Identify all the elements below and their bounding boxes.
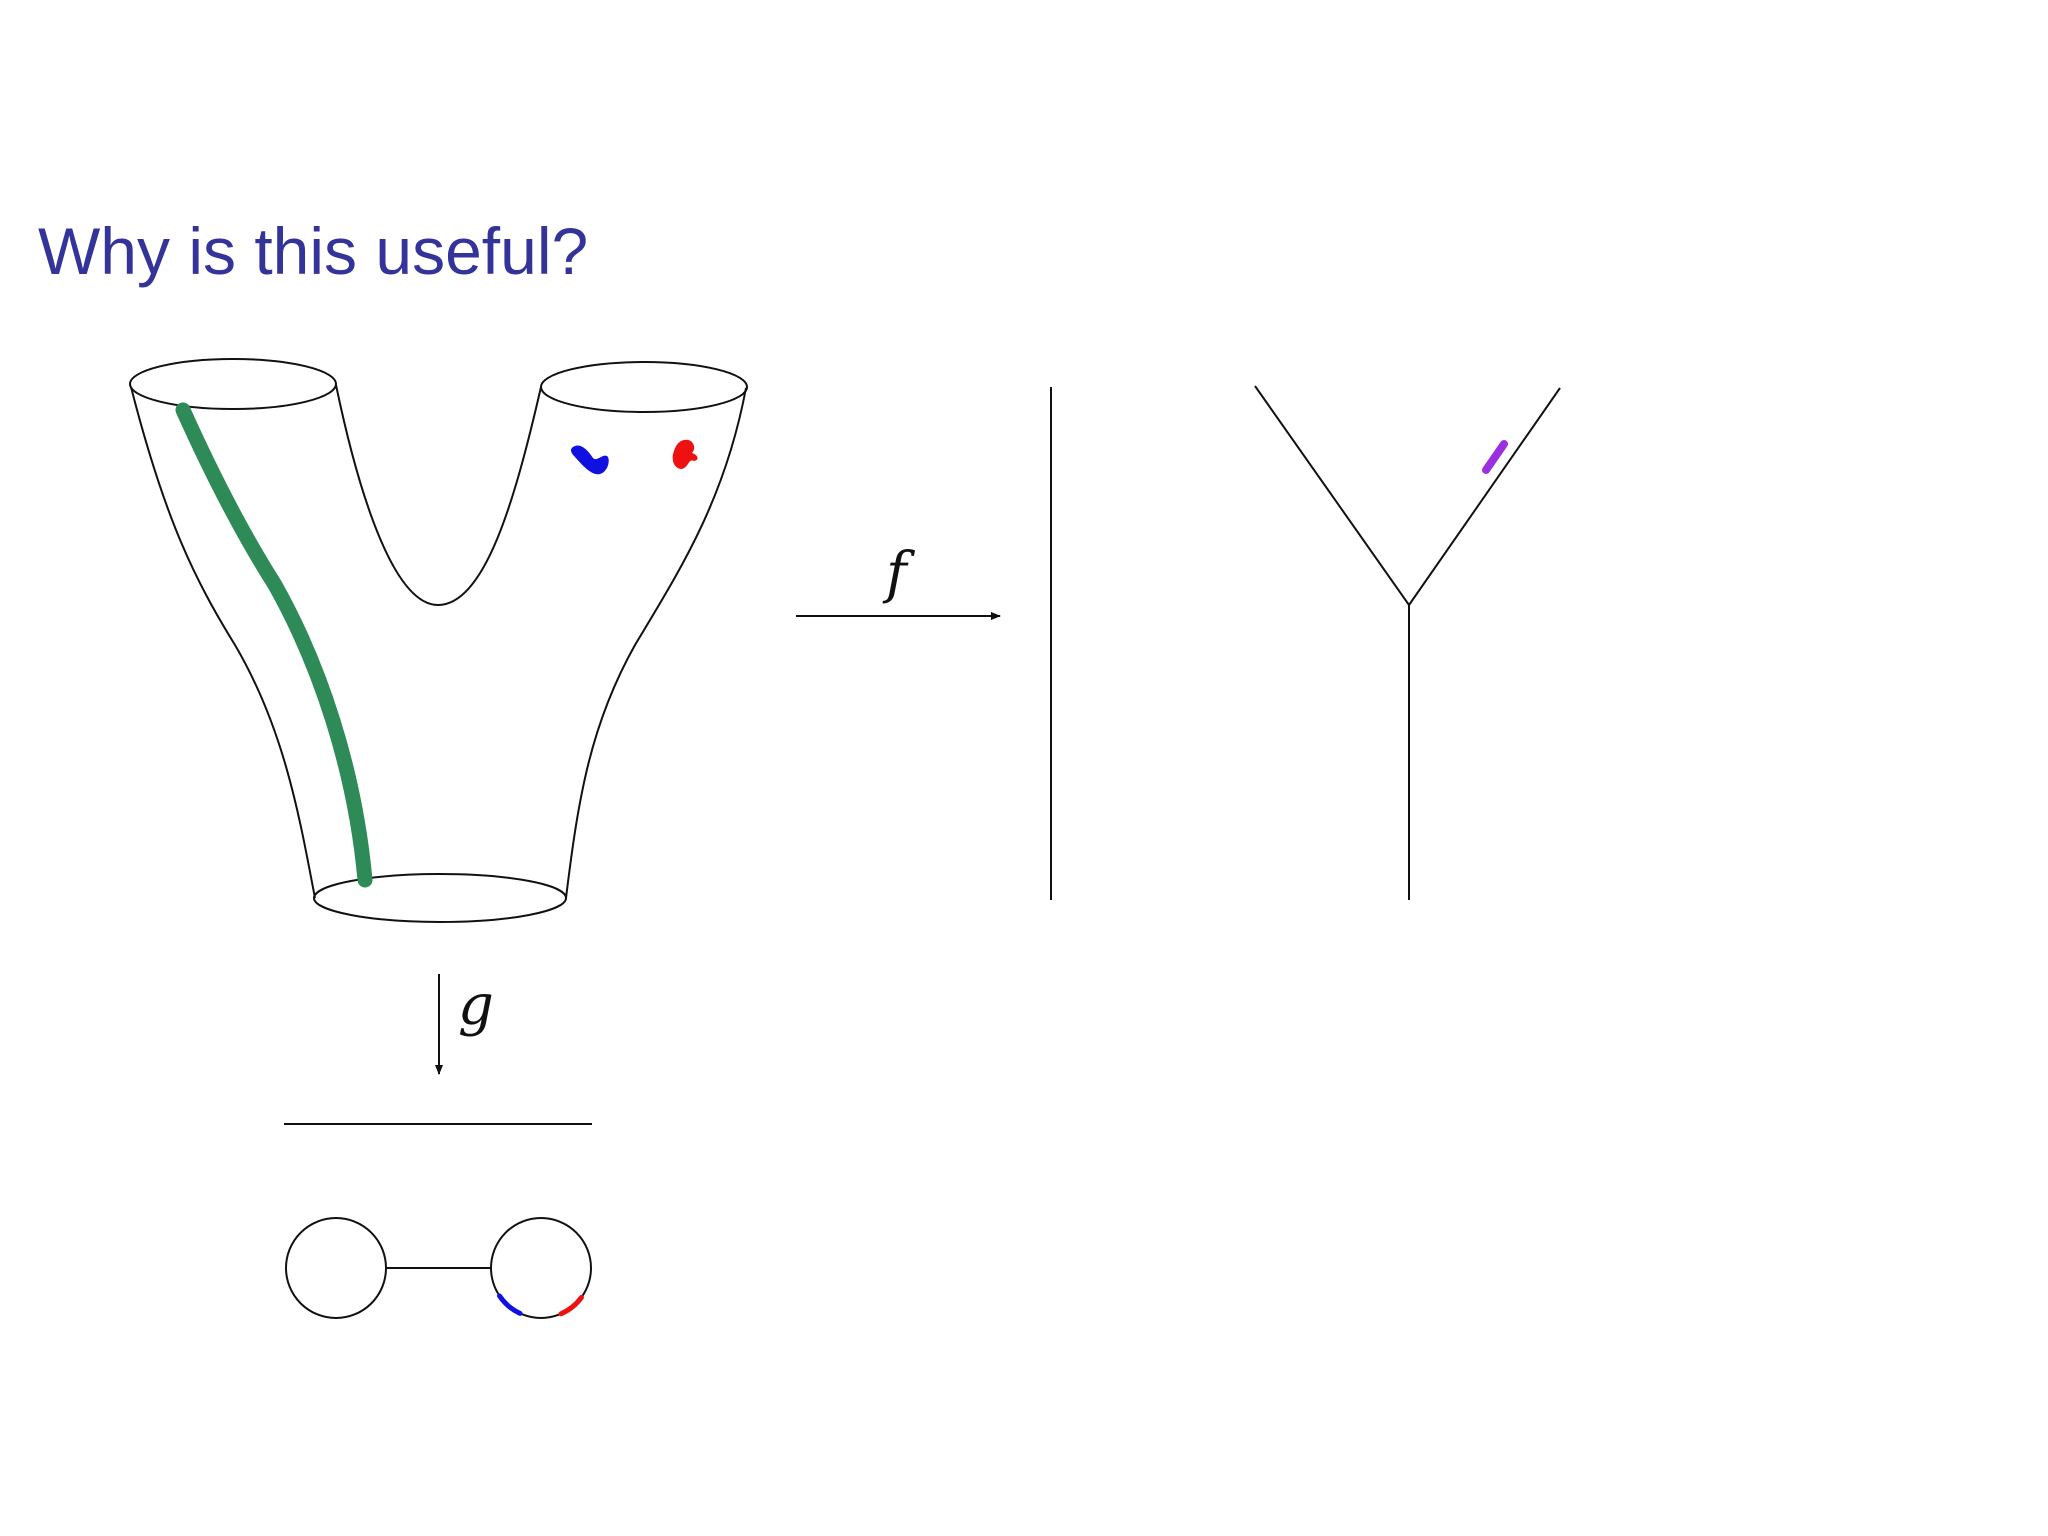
red-blob: [672, 439, 698, 469]
y-tree-right-branch: [1408, 387, 1561, 606]
purple-segment: [1482, 440, 1508, 474]
dumbbell-left-circle: [285, 1217, 387, 1319]
blue-blob: [570, 445, 609, 475]
right-top-boundary-circle: [540, 361, 748, 413]
right-outer-contour: [565, 387, 747, 899]
pants-surface: [129, 358, 748, 923]
slide-title: Why is this useful?: [38, 214, 589, 288]
red-arc: [558, 1294, 584, 1317]
crotch-contour: [335, 384, 542, 607]
bottom-boundary-circle: [313, 873, 567, 923]
left-top-boundary-circle: [129, 358, 337, 410]
map-g-label: g: [458, 973, 494, 1038]
y-tree: [1254, 385, 1561, 900]
left-outer-contour: [130, 386, 316, 899]
green-path-on-surface: [175, 402, 373, 888]
map-f-label: f: [882, 541, 916, 606]
dumbbell-graph: [285, 1217, 592, 1319]
y-tree-left-branch: [1254, 385, 1410, 606]
blue-arc: [497, 1293, 523, 1316]
